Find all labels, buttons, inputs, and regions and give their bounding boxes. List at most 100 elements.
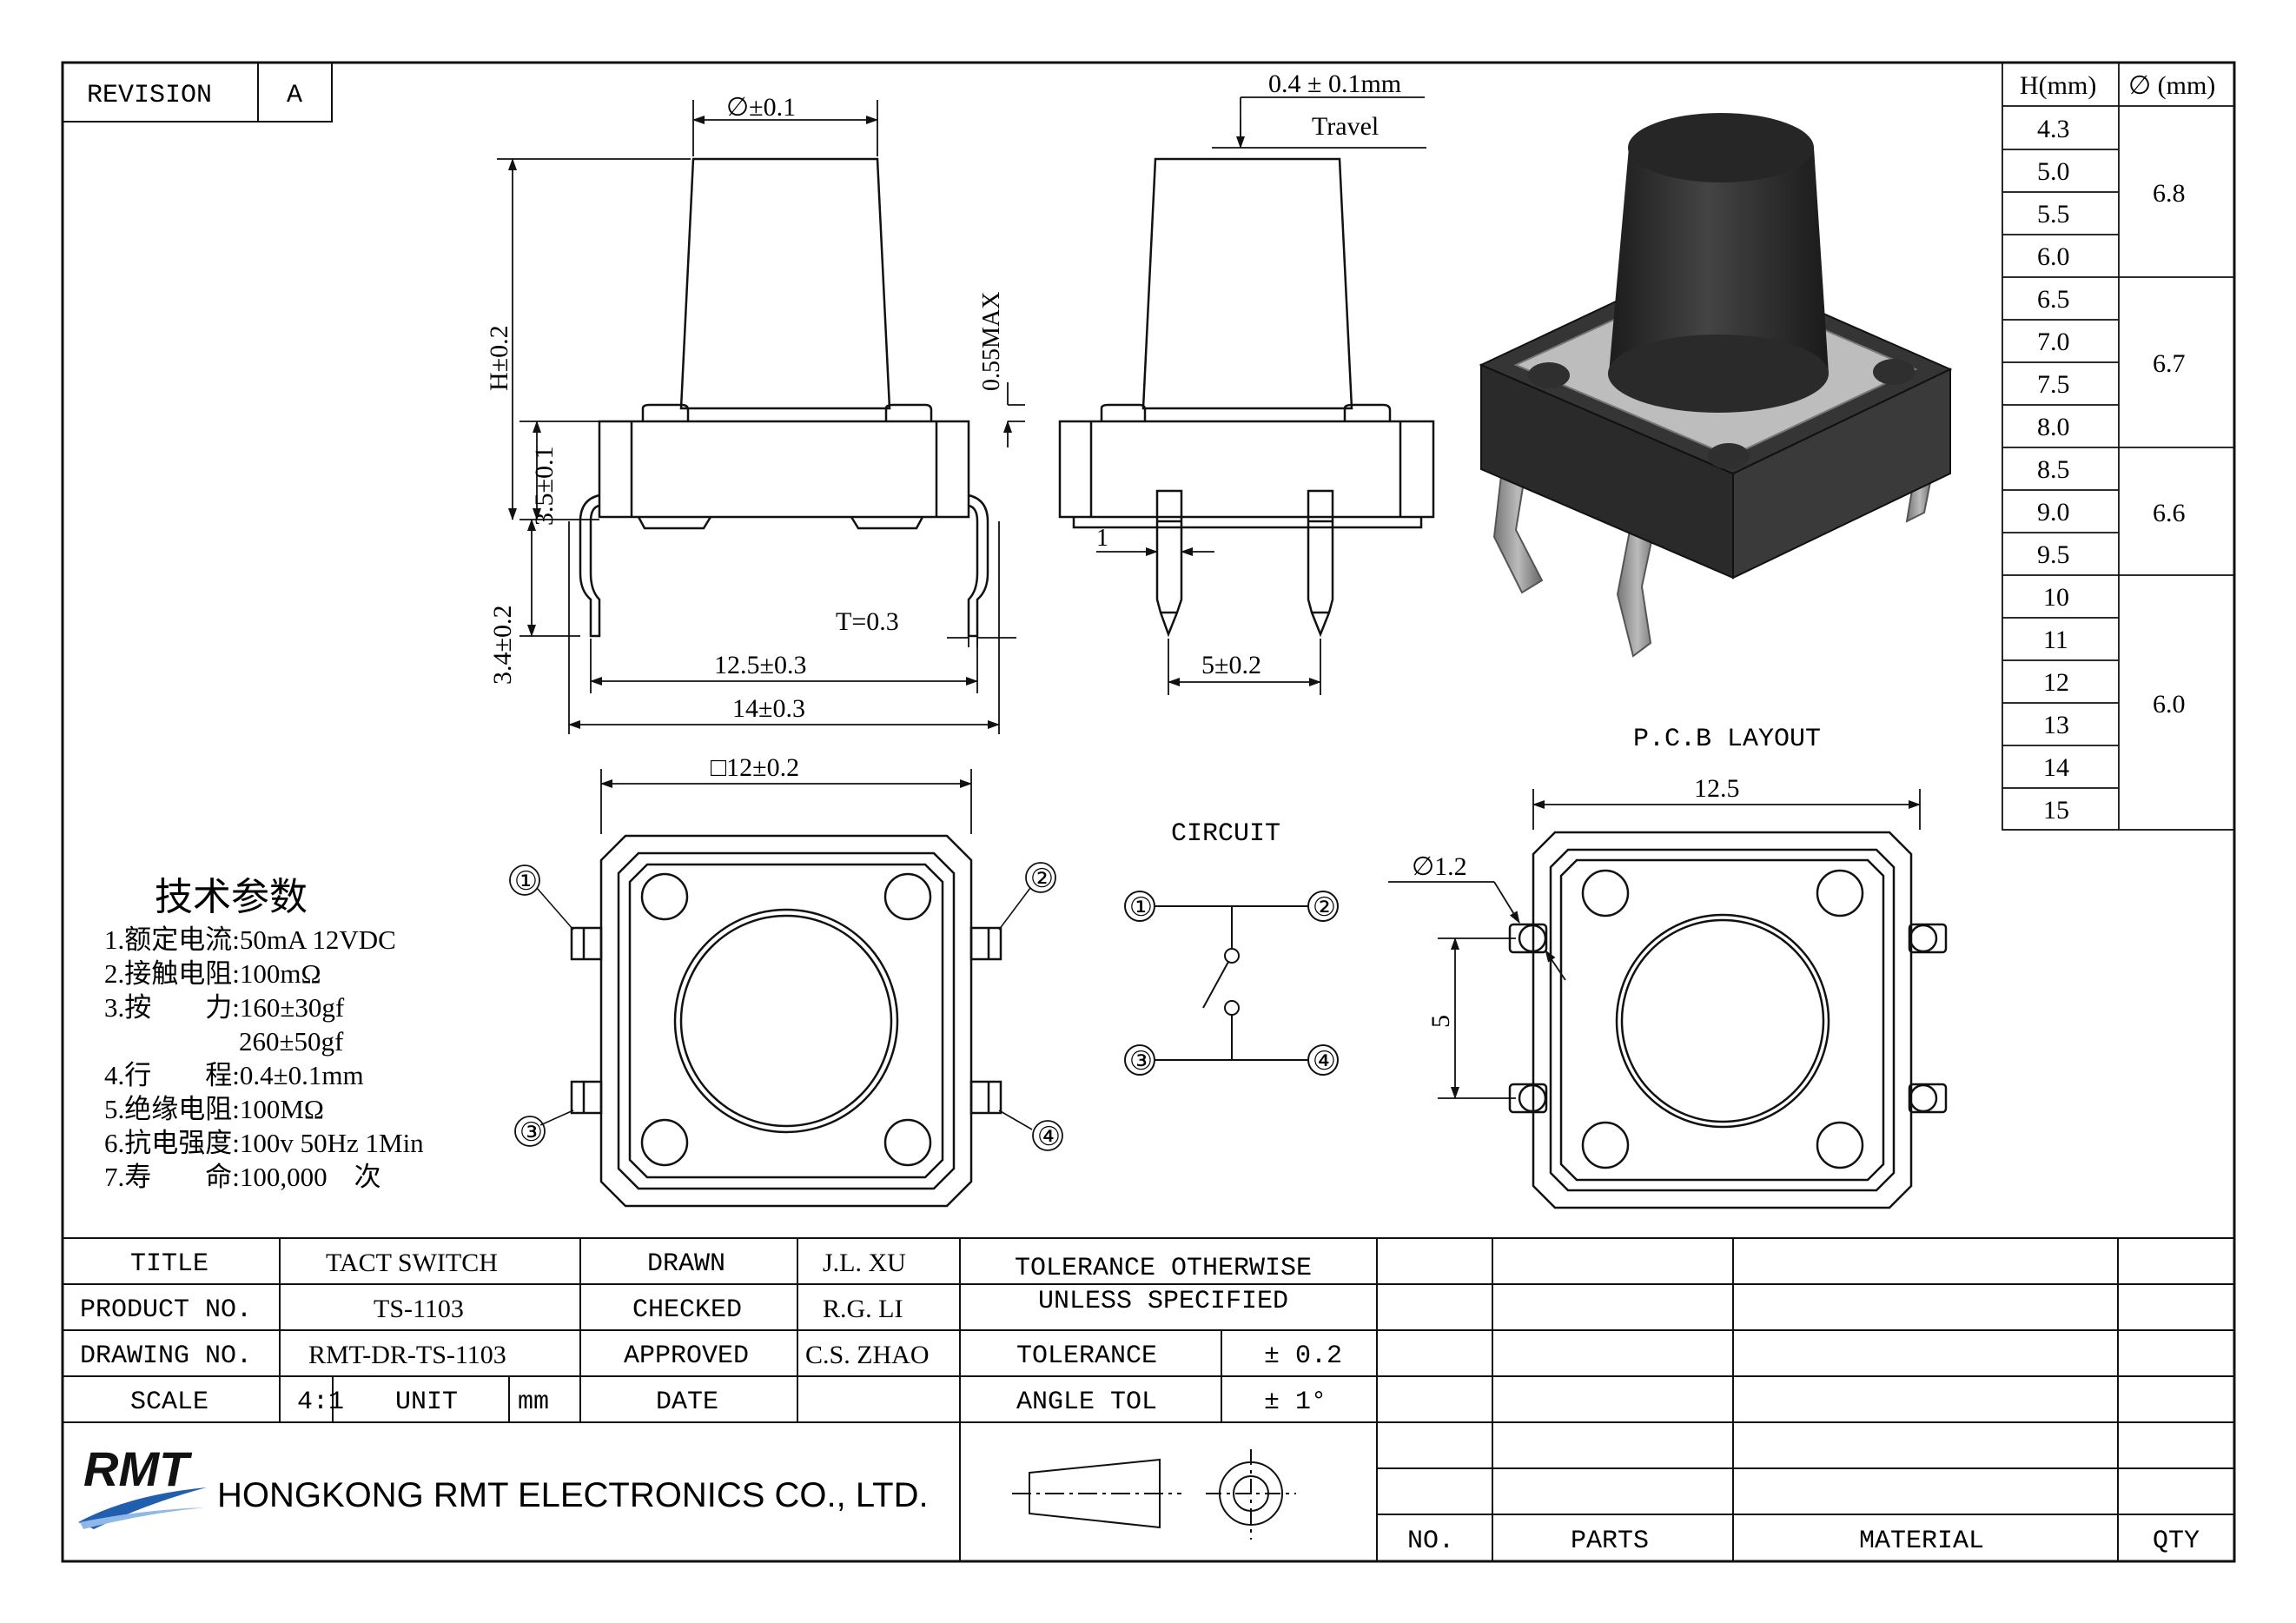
circuit-pin-4: ④ [1313, 1047, 1336, 1076]
size-h-cell: 12 [2043, 668, 2069, 697]
side-view [579, 157, 989, 638]
specs-block: 技术参数 1.额定电流:50mA 12VDC 2.接触电阻:100mΩ 3.按 … [104, 876, 424, 1192]
drawn-label: DRAWN [647, 1249, 725, 1279]
angle-label: ANGLE TOL [1016, 1388, 1157, 1417]
front-view [1058, 157, 1435, 638]
size-h-cell: 14 [2043, 753, 2069, 782]
checked-value: R.G. LI [823, 1295, 903, 1323]
title-block-text: TITLE TACT SWITCH PRODUCT NO. TS-1103 DR… [80, 1249, 2200, 1556]
front-view-dims [1003, 96, 1426, 695]
size-h-cell: 15 [2043, 796, 2069, 825]
tolerance-value: ± 0.2 [1264, 1341, 1342, 1371]
size-dia-cell: 6.8 [2153, 179, 2186, 208]
parts-header-material: MATERIAL [1859, 1527, 1984, 1556]
title-label: TITLE [130, 1249, 208, 1279]
dim-pin-width: 1 [1096, 525, 1108, 552]
product-value: TS-1103 [374, 1295, 464, 1323]
top-view [536, 834, 1033, 1208]
dim-stem-diameter: ∅±0.1 [726, 93, 796, 122]
scale-label: SCALE [130, 1388, 208, 1417]
size-h-cell: 6.5 [2037, 285, 2070, 314]
pcb-pitch: 5 [1426, 1015, 1455, 1028]
size-h-cell: 6.0 [2037, 242, 2070, 271]
pcb-width: 12.5 [1694, 774, 1740, 803]
pcb-hole: ∅1.2 [1412, 852, 1467, 881]
dim-gap-max: 0.55MAX [978, 292, 1005, 391]
spec-item: 6.抗电强度:100v 50Hz 1Min [104, 1128, 424, 1158]
drawn-value: J.L. XU [823, 1249, 906, 1277]
spec-item: 2.接触电阻:100mΩ [104, 958, 321, 989]
spec-item: 260±50gf [104, 1026, 344, 1057]
revision-box: REVISION A [62, 62, 333, 123]
spec-item: 4.行 程:0.4±0.1mm [104, 1060, 364, 1090]
size-h-cell: 5.0 [2037, 157, 2070, 186]
size-table [2002, 62, 2235, 831]
tolerance-label: TOLERANCE [1016, 1341, 1157, 1371]
dim-travel-label: Travel [1312, 112, 1379, 141]
circuit-pin-3: ③ [1129, 1047, 1153, 1076]
size-table-header-h: H(mm) [2020, 71, 2096, 100]
projection-symbol-icon [1012, 1449, 1296, 1540]
circuit-diagram [1124, 891, 1339, 1076]
dim-pin-pitch: 5±0.2 [1201, 651, 1261, 679]
company-name: HONGKONG RMT ELECTRONICS CO., LTD. [217, 1476, 929, 1514]
spec-item: 7.寿 命:100,000 次 [104, 1162, 381, 1192]
revision-label: REVISION [87, 81, 212, 110]
dim-width: 14±0.3 [732, 694, 805, 723]
unit-value: mm [518, 1388, 549, 1417]
drawing-label: DRAWING NO. [80, 1341, 252, 1371]
size-h-cell: 13 [2043, 711, 2069, 739]
spec-item: 5.绝缘电阻:100MΩ [104, 1094, 324, 1124]
tolerance-note-2: UNLESS SPECIFIED [1038, 1287, 1288, 1316]
dim-travel-value: 0.4 ± 0.1mm [1268, 70, 1401, 98]
top-pin-1: ① [514, 867, 538, 896]
dim-leg-height: 3.4±0.2 [488, 606, 517, 685]
size-dia-cell: 6.0 [2153, 690, 2186, 719]
parts-header-qty: QTY [2153, 1527, 2200, 1556]
top-pin-2: ② [1030, 864, 1054, 893]
size-dia-cell: 6.7 [2153, 349, 2186, 378]
size-h-cell: 9.5 [2037, 540, 2070, 569]
size-h-cell: 7.0 [2037, 328, 2070, 356]
dim-body-size: □12±0.2 [711, 753, 799, 782]
approved-value: C.S. ZHAO [805, 1341, 930, 1369]
circuit-title: CIRCUIT [1171, 819, 1280, 849]
unit-label: UNIT [395, 1388, 458, 1417]
spec-item: 1.额定电流:50mA 12VDC [104, 924, 396, 955]
scale-value: 4:1 [297, 1388, 344, 1417]
size-h-cell: 4.3 [2037, 115, 2070, 143]
size-h-cell: 9.0 [2037, 498, 2070, 527]
switch-3d-render [1479, 113, 1953, 658]
tolerance-note-1: TOLERANCE OTHERWISE [1015, 1254, 1312, 1283]
side-view-dims [497, 100, 1016, 734]
circuit-pin-1: ① [1129, 893, 1153, 922]
size-table-text: H(mm) ∅ (mm) 4.3 5.0 5.5 6.0 6.5 7.0 7.5… [2020, 71, 2215, 825]
circuit-pin-2: ② [1313, 893, 1336, 922]
parts-header-no: NO. [1407, 1527, 1454, 1556]
logo-lettering: RMT [83, 1441, 193, 1496]
angle-value: ± 1° [1264, 1388, 1327, 1417]
revision-value: A [287, 81, 302, 110]
pcb-dims [1388, 789, 1921, 1099]
dim-body-height: 3.5±0.1 [530, 447, 559, 526]
dim-height: H±0.2 [485, 325, 513, 391]
dim-thickness: T=0.3 [836, 607, 899, 636]
title-block-grid [63, 1237, 2234, 1561]
size-dia-cell: 6.6 [2153, 499, 2186, 527]
specs-title: 技术参数 [155, 876, 308, 918]
dim-leg-span: 12.5±0.3 [714, 651, 806, 679]
pcb-title: P.C.B LAYOUT [1633, 725, 1821, 754]
product-label: PRODUCT NO. [80, 1295, 252, 1325]
size-h-cell: 5.5 [2037, 200, 2070, 229]
top-pin-4: ④ [1037, 1123, 1061, 1151]
size-table-header-dia: ∅ (mm) [2128, 71, 2215, 100]
title-value: TACT SWITCH [326, 1249, 498, 1277]
size-h-cell: 7.5 [2037, 370, 2070, 399]
company-logo: RMT [78, 1441, 207, 1529]
size-h-cell: 8.0 [2037, 413, 2070, 441]
size-h-cell: 8.5 [2037, 455, 2070, 484]
parts-header-parts: PARTS [1571, 1527, 1649, 1556]
top-view-dims [509, 769, 1063, 1151]
checked-label: CHECKED [632, 1295, 742, 1325]
